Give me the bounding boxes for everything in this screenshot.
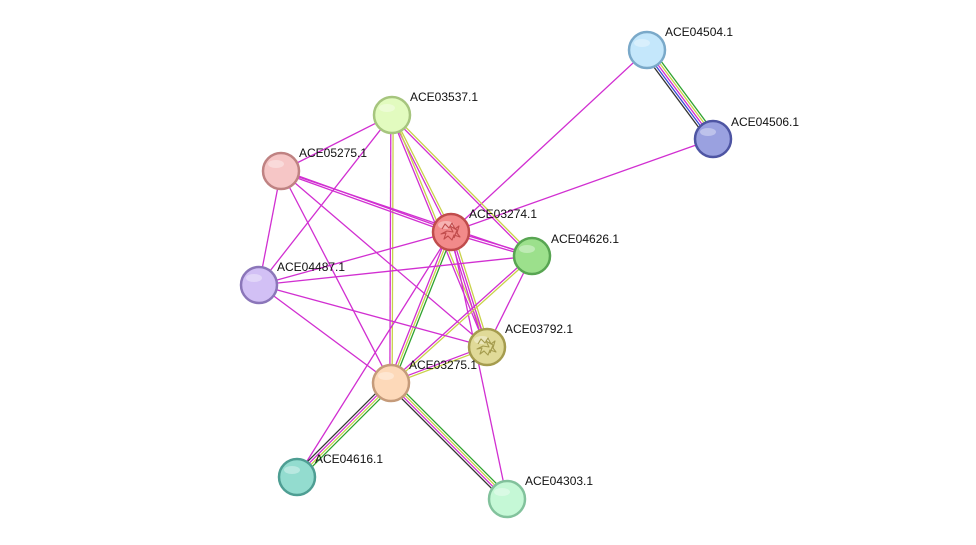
node-label: ACE04616.1 xyxy=(315,452,383,466)
edge-line-magenta xyxy=(389,383,507,501)
edge-line-yellow xyxy=(391,256,534,385)
edge-ACE04626.1-ACE04487.1 xyxy=(258,255,533,286)
node-circle[interactable] xyxy=(371,363,411,403)
edge-ACE04487.1-ACE03792.1 xyxy=(258,284,488,348)
node-highlight xyxy=(284,466,300,474)
edge-ACE03537.1-ACE05275.1 xyxy=(280,114,393,172)
node-ACE05275.1[interactable]: ACE05275.1 xyxy=(261,146,367,191)
edge-ACE04487.1-ACE03275.1 xyxy=(258,284,392,384)
edge-ACE03274.1-ACE04487.1 xyxy=(258,231,452,286)
node-circle[interactable] xyxy=(277,457,317,497)
node-highlight xyxy=(519,245,535,253)
edge-line-magenta xyxy=(390,115,532,258)
edge-line-magenta xyxy=(280,114,393,172)
edge-ACE03275.1-ACE04616.1 xyxy=(294,380,394,480)
node-label: ACE04626.1 xyxy=(551,232,619,246)
node-label: ACE04303.1 xyxy=(525,474,593,488)
edge-line-magenta xyxy=(450,231,508,500)
edge-line-magenta xyxy=(296,231,452,478)
edge-line-magenta xyxy=(258,255,533,286)
edge-ACE05275.1-ACE04487.1 xyxy=(258,170,282,286)
node-circle[interactable] xyxy=(239,265,279,305)
node-circle[interactable] xyxy=(693,119,733,159)
node-highlight xyxy=(634,39,650,47)
edge-ACE03274.1-ACE03275.1 xyxy=(388,230,454,385)
node-ACE03274.1[interactable]: ACE03274.1 xyxy=(431,207,537,252)
node-label: ACE04487.1 xyxy=(277,260,345,274)
node-circle[interactable] xyxy=(372,95,412,135)
node-ACE04303.1[interactable]: ACE04303.1 xyxy=(487,474,593,519)
edge-line-yellow xyxy=(392,113,534,256)
edge-ACE05275.1-ACE03792.1 xyxy=(280,170,488,348)
edge-ACE03274.1-ACE04303.1 xyxy=(450,231,508,500)
edge-ACE03275.1-ACE04303.1 xyxy=(388,380,510,502)
edge-line-yellow xyxy=(297,383,393,479)
edge-line-magenta xyxy=(280,171,451,234)
node-circle[interactable] xyxy=(512,236,552,276)
node-label: ACE04504.1 xyxy=(665,25,733,39)
node-ACE04504.1[interactable]: ACE04504.1 xyxy=(627,25,733,70)
node-highlight xyxy=(494,488,510,496)
node-label: ACE05275.1 xyxy=(299,146,367,160)
edge-line-magenta xyxy=(258,170,282,286)
edge-line-magenta xyxy=(258,284,488,348)
node-highlight xyxy=(700,128,716,136)
node-label: ACE03274.1 xyxy=(469,207,537,221)
node-highlight xyxy=(378,372,394,380)
edge-line-green xyxy=(392,380,510,498)
edge-line-magenta xyxy=(450,49,648,233)
edge-line-magenta xyxy=(258,231,452,286)
edge-ACE04626.1-ACE03275.1 xyxy=(389,254,534,385)
node-circle[interactable] xyxy=(261,151,301,191)
node-ACE03792.1[interactable]: ACE03792.1 xyxy=(467,322,573,367)
node-ACE03537.1[interactable]: ACE03537.1 xyxy=(372,90,478,135)
node-highlight xyxy=(379,104,395,112)
edge-ACE03537.1-ACE04626.1 xyxy=(390,113,534,258)
edges-layer xyxy=(258,46,718,502)
edge-line-magenta xyxy=(258,284,392,384)
protein-structure-icon xyxy=(440,222,461,241)
node-ACE04626.1[interactable]: ACE04626.1 xyxy=(512,232,619,276)
node-ACE04487.1[interactable]: ACE04487.1 xyxy=(239,260,345,305)
node-label: ACE03792.1 xyxy=(505,322,573,336)
edge-line-magenta xyxy=(388,230,450,383)
node-label: ACE03537.1 xyxy=(410,90,478,104)
protein-structure-icon xyxy=(476,337,497,356)
edge-line-yellow xyxy=(390,231,452,384)
edge-line-yellow xyxy=(392,114,453,232)
node-label: ACE04506.1 xyxy=(731,115,799,129)
edge-line-black xyxy=(388,384,506,502)
node-circle[interactable] xyxy=(487,479,527,519)
edge-line-magenta xyxy=(295,381,391,477)
edge-line-magenta xyxy=(389,254,532,383)
node-highlight xyxy=(246,274,262,282)
edge-line-yellow xyxy=(391,381,509,499)
node-ACE03275.1[interactable]: ACE03275.1 xyxy=(371,358,477,403)
edge-ACE03274.1-ACE04616.1 xyxy=(296,231,452,478)
node-highlight xyxy=(268,160,284,168)
node-circle[interactable] xyxy=(627,30,667,70)
edge-line-magenta xyxy=(280,170,488,348)
node-ACE04506.1[interactable]: ACE04506.1 xyxy=(693,115,799,159)
edge-line-magenta xyxy=(450,231,488,348)
edge-line-green xyxy=(298,384,394,480)
node-label: ACE03275.1 xyxy=(409,358,477,372)
edge-line-green xyxy=(392,232,454,385)
edge-line-magenta xyxy=(258,114,393,286)
edge-line-yellow xyxy=(391,115,394,384)
node-ACE04616.1[interactable]: ACE04616.1 xyxy=(277,452,383,497)
edge-ACE03537.1-ACE04487.1 xyxy=(258,114,393,286)
edge-ACE04504.1-ACE03274.1 xyxy=(450,49,648,233)
edge-line-yellow xyxy=(452,231,490,347)
edge-line-black xyxy=(294,380,390,476)
